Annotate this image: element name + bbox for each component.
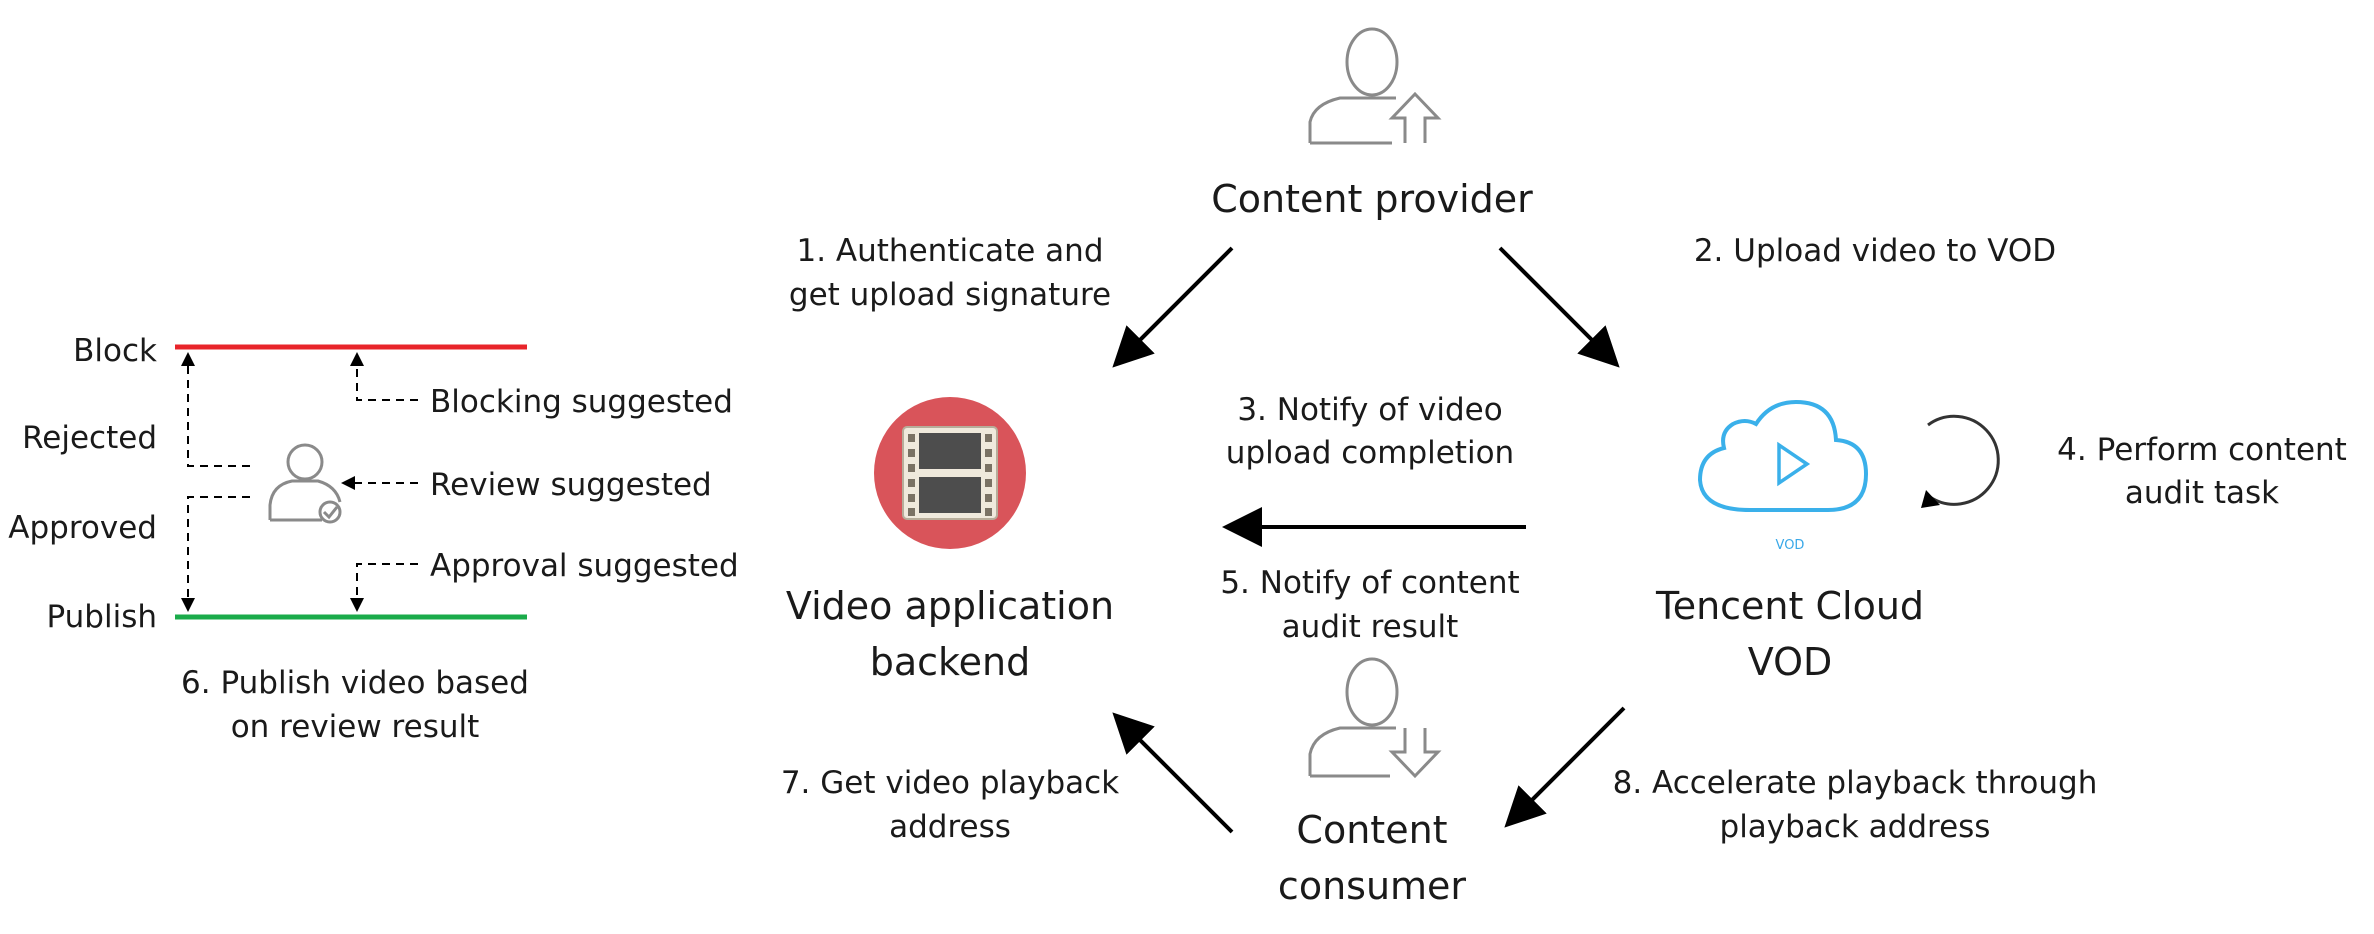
step-2-arrow	[1498, 246, 1620, 368]
step-7-line-2: address	[889, 809, 1011, 845]
rejected-arrow	[181, 352, 250, 467]
step-6-line-1: 6. Publish video based	[181, 665, 529, 701]
user-download-icon	[1308, 657, 1442, 779]
film-icon	[874, 397, 1026, 549]
step-8-line-2: playback address	[1720, 809, 1991, 845]
level-publish: Publish	[47, 599, 158, 635]
blocking-suggested-arrow	[350, 352, 418, 401]
user-check-icon	[268, 443, 342, 524]
step-3-line-2: upload completion	[1226, 435, 1514, 471]
approval-suggested-arrow	[350, 563, 418, 612]
cloud-play-icon	[1697, 399, 1869, 512]
blocking-suggested-label: Blocking suggested	[430, 384, 733, 420]
backend-label-line-2: backend	[870, 640, 1031, 684]
user-upload-icon	[1308, 27, 1442, 145]
level-approved: Approved	[8, 510, 157, 546]
consumer-label-line-2: consumer	[1278, 864, 1467, 908]
step-7-arrow	[1112, 712, 1234, 834]
step-1-line-2: get upload signature	[789, 277, 1111, 313]
level-block: Block	[73, 333, 157, 369]
step-4-line-2: audit task	[2125, 475, 2279, 511]
vod-logo-caption: VOD	[1776, 538, 1805, 553]
step-8-arrow	[1504, 706, 1626, 828]
vod-label-line-2: VOD	[1748, 640, 1833, 684]
review-suggested-label: Review suggested	[430, 467, 712, 503]
step-1-arrow	[1112, 246, 1234, 368]
content-provider-label: Content provider	[1211, 177, 1533, 221]
approved-arrow	[181, 496, 250, 612]
step-4-line-1: 4. Perform content	[2057, 432, 2347, 468]
backend-label-line-1: Video application	[786, 584, 1114, 628]
consumer-label-line-1: Content	[1296, 808, 1447, 852]
step-7-line-1: 7. Get video playback	[781, 765, 1119, 801]
step-5-line-2: audit result	[1282, 609, 1459, 645]
review-legend: Block Rejected Approved Publish Blocking…	[8, 333, 738, 745]
step-6-line-2: on review result	[231, 709, 480, 745]
loop-arrow-icon	[1921, 414, 2000, 508]
step-5-line-1: 5. Notify of content	[1220, 565, 1519, 601]
step-2-label: 2. Upload video to VOD	[1694, 233, 2056, 269]
approval-suggested-label: Approval suggested	[430, 548, 739, 584]
step-3-line-1: 3. Notify of video	[1237, 392, 1502, 428]
step-1-line-1: 1. Authenticate and	[796, 233, 1103, 269]
step-8-line-1: 8. Accelerate playback through	[1613, 765, 2098, 801]
level-rejected: Rejected	[22, 420, 157, 456]
vod-label-line-1: Tencent Cloud	[1655, 584, 1924, 628]
